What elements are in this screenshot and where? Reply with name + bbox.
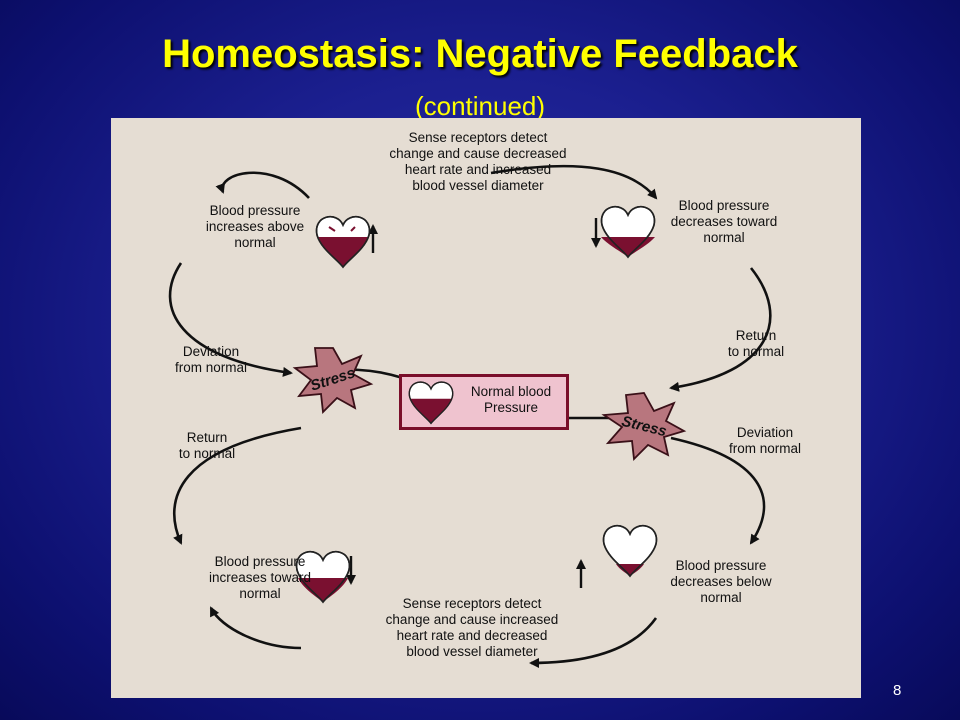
- arrow-bottom-right: [529, 617, 658, 668]
- heart-icon-top-right: [600, 205, 656, 259]
- heart-icon-bottom-right: [602, 524, 658, 578]
- top-receptor-label: Sense receptors detect change and cause …: [389, 130, 567, 193]
- heart-icon-bottom-left: [295, 550, 351, 604]
- slide-title: Homeostasis: Negative Feedback: [162, 32, 798, 76]
- bp-decreases-below-label: Blood pressure decreases below normal: [670, 558, 772, 605]
- return-left-label: Return to normal: [178, 430, 236, 461]
- bp-increases-toward-label: Blood pressure increases toward normal: [208, 554, 312, 601]
- arrow-top-left: [215, 171, 310, 199]
- slide-subtitle: (continued): [414, 91, 546, 121]
- bp-increases-above-label: Blood pressure increases above normal: [205, 203, 305, 250]
- page-number: 8: [893, 682, 902, 699]
- heart-icon-top-left: [315, 215, 371, 269]
- arrow-top-right: [490, 164, 658, 200]
- arrow-right-upper-return: [669, 267, 772, 392]
- feedback-diagram: Stress Stress: [168, 164, 772, 668]
- return-right-label: Return to normal: [727, 328, 785, 359]
- bottom-receptor-label: Sense receptors detect change and cause …: [385, 596, 559, 659]
- scanned-figure: Stress Stress Normal blood Pressure Sens…: [111, 118, 861, 698]
- arrow-left-upper-deviation: [168, 262, 293, 377]
- deviation-left-label: Deviation from normal: [174, 344, 247, 375]
- deviation-right-label: Deviation from normal: [728, 425, 801, 456]
- arrow-bottom-left: [209, 606, 302, 650]
- arrow-left-lower-return: [172, 426, 302, 545]
- bp-decreases-toward-label: Blood pressure decreases toward normal: [670, 198, 778, 245]
- stress-burst-right: [601, 392, 687, 461]
- arrow-right-lower-deviation: [670, 436, 766, 545]
- stress-burst-left: [292, 347, 374, 414]
- heart-icon-center: [408, 381, 454, 425]
- normal-pressure-label: Normal blood Pressure: [470, 384, 552, 415]
